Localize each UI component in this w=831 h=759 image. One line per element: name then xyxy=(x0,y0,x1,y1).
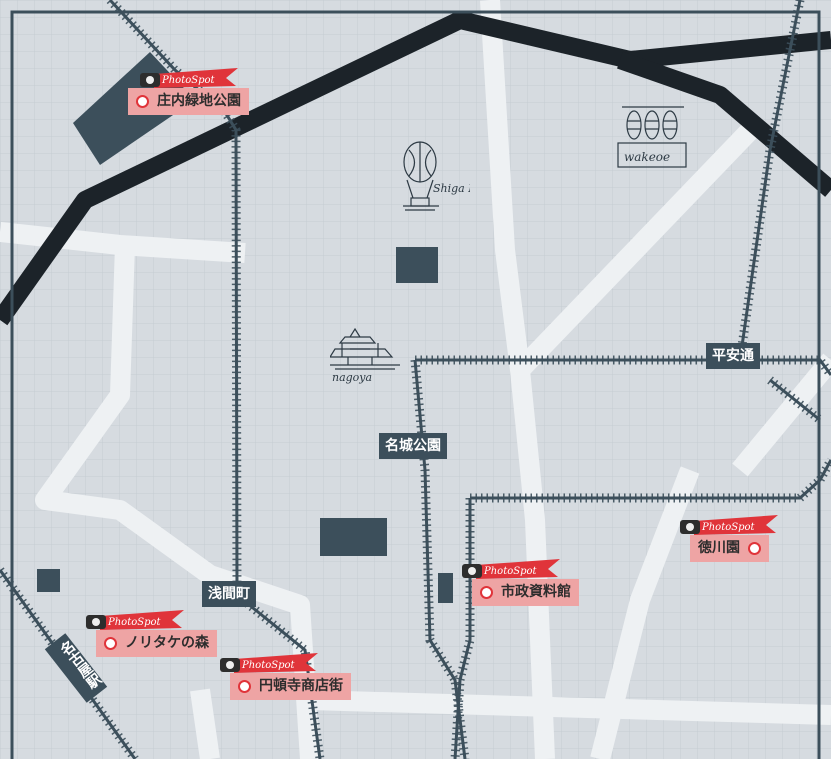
station-heian-dori[interactable]: 平安通 xyxy=(706,343,760,369)
spot-marker-icon xyxy=(480,586,493,599)
camera-icon: PhotoSpot xyxy=(220,653,318,673)
spot-tokugawaen[interactable]: PhotoSpot 徳川園 xyxy=(680,515,778,562)
camera-icon: PhotoSpot xyxy=(86,610,184,630)
spot-marker-icon xyxy=(238,680,251,693)
svg-text:PhotoSpot: PhotoSpot xyxy=(483,566,538,577)
photospot-tag: PhotoSpot xyxy=(680,515,780,537)
spot-label: 円頓寺商店街 xyxy=(259,678,343,694)
spot-marker-icon xyxy=(104,637,117,650)
castle-sketch-icon: nagoya xyxy=(330,327,400,384)
lantern-sketch-icon: wakeoe xyxy=(617,106,687,168)
station-sengen-cho[interactable]: 浅間町 xyxy=(202,581,256,607)
photospot-tag: PhotoSpot xyxy=(220,653,320,675)
landmark-shiga: Shiga Park xyxy=(433,182,470,195)
highway xyxy=(0,11,831,326)
svg-text:PhotoSpot: PhotoSpot xyxy=(701,522,756,533)
spot-shonai-ryokuchi-koen[interactable]: PhotoSpot 庄内緑地公園 xyxy=(128,68,249,115)
spot-marker-icon xyxy=(748,542,761,555)
svg-text:PhotoSpot: PhotoSpot xyxy=(161,75,216,86)
spot-noritake-no-mori[interactable]: PhotoSpot ノリタケの森 xyxy=(86,610,217,657)
svg-text:PhotoSpot: PhotoSpot xyxy=(241,660,296,671)
spot-label: 庄内緑地公園 xyxy=(157,93,241,109)
svg-text:PhotoSpot: PhotoSpot xyxy=(107,617,162,628)
photospot-tag: PhotoSpot xyxy=(462,559,562,581)
landmark-wakeoe: wakeoe xyxy=(624,150,670,164)
camera-icon: PhotoSpot xyxy=(462,559,560,579)
spot-label: 徳川園 xyxy=(698,540,740,556)
spot-marker-icon xyxy=(136,95,149,108)
spot-label: ノリタケの森 xyxy=(125,635,209,651)
photospot-tag: PhotoSpot xyxy=(86,610,186,632)
landmark-nagoya: nagoya xyxy=(332,371,372,384)
spot-label: 市政資料館 xyxy=(501,584,571,600)
station-meijo-koen[interactable]: 名城公園 xyxy=(379,433,447,459)
camera-icon: PhotoSpot xyxy=(680,515,778,535)
map-frame xyxy=(10,10,821,759)
spot-shisei-shiryokan[interactable]: PhotoSpot 市政資料館 xyxy=(462,559,579,606)
camera-icon: PhotoSpot xyxy=(140,68,238,88)
photospot-tag: PhotoSpot xyxy=(140,68,240,90)
balloon-sketch-icon: Shiga Park xyxy=(403,141,470,211)
spot-entonji-shotengai[interactable]: PhotoSpot 円頓寺商店街 xyxy=(220,653,351,700)
